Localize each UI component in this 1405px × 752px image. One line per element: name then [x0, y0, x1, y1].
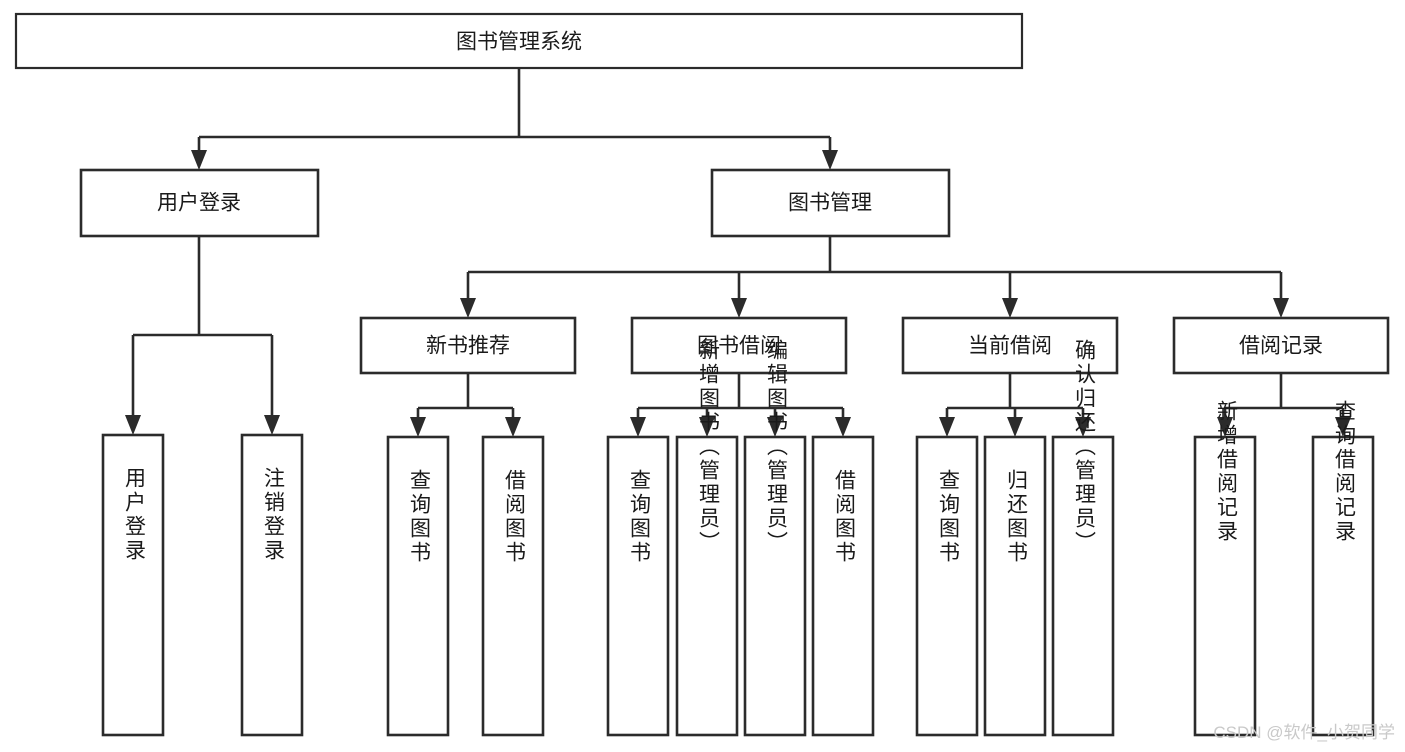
- node-leaf-query-book-1-label: 查询图书: [407, 469, 431, 565]
- node-leaf-user-login-box[interactable]: [101, 433, 165, 737]
- node-leaf-borrow-book-1-box[interactable]: [481, 435, 545, 737]
- node-leaf-return-book[interactable]: 归还图书: [983, 435, 1047, 737]
- edge-group-user-login: [125, 236, 280, 435]
- node-leaf-return-book-label: 归还图书: [1004, 469, 1028, 565]
- arrowhead-leaf-edit-book: [767, 417, 783, 437]
- edge-group-borrow-record: [1217, 373, 1351, 437]
- arrowhead-user-login: [191, 150, 207, 170]
- node-leaf-borrow-book-2-label: 借阅图书: [832, 469, 856, 565]
- node-leaf-logout-login-box[interactable]: [240, 433, 304, 737]
- node-leaf-query-record[interactable]: 查询借阅记录: [1311, 400, 1375, 737]
- arrowhead-leaf-confirm-return: [1075, 417, 1091, 437]
- node-new-book-recommend[interactable]: 新书推荐: [359, 316, 577, 375]
- arrowhead-leaf-borrow-book-1: [505, 417, 521, 437]
- node-leaf-confirm-return[interactable]: 确认归还（管理员）: [1051, 339, 1115, 737]
- node-leaf-borrow-book-2[interactable]: 借阅图书: [811, 435, 875, 737]
- node-book-borrow-label: 图书借阅: [697, 335, 781, 358]
- node-leaf-add-book-box[interactable]: [675, 435, 739, 737]
- node-leaf-edit-book[interactable]: 编辑图书（管理员）: [743, 339, 807, 737]
- node-user-login-box[interactable]: [79, 168, 320, 238]
- node-leaf-confirm-return-box[interactable]: [1051, 435, 1115, 737]
- edge-group-book-management: [460, 236, 1289, 318]
- edge-group-root: [191, 68, 838, 170]
- arrowhead-leaf-add-book: [699, 417, 715, 437]
- node-current-borrow-label: 当前借阅: [968, 335, 1052, 358]
- arrowhead-new-book-recommend: [460, 298, 476, 318]
- node-book-borrow-box[interactable]: [630, 316, 848, 375]
- node-leaf-borrow-book-2-box[interactable]: [811, 435, 875, 737]
- node-leaf-query-book-3[interactable]: 查询图书: [915, 435, 979, 737]
- node-leaf-logout-login[interactable]: 注销登录: [240, 433, 304, 737]
- node-new-book-recommend-box[interactable]: [359, 316, 577, 375]
- arrowhead-borrow-record: [1273, 298, 1289, 318]
- node-leaf-add-book-label: 新增图书（管理员）: [696, 339, 720, 555]
- node-borrow-record-box[interactable]: [1172, 316, 1390, 375]
- node-leaf-query-book-2-label: 查询图书: [627, 469, 651, 565]
- node-root[interactable]: 图书管理系统: [14, 12, 1024, 70]
- node-leaf-edit-book-box[interactable]: [743, 435, 807, 737]
- node-leaf-add-record-label: 新增借阅记录: [1214, 400, 1238, 544]
- node-leaf-return-book-box[interactable]: [983, 435, 1047, 737]
- node-book-management[interactable]: 图书管理: [710, 168, 951, 238]
- node-book-borrow[interactable]: 图书借阅: [630, 316, 848, 375]
- node-borrow-record-label: 借阅记录: [1239, 335, 1323, 358]
- node-leaf-confirm-return-label: 确认归还（管理员）: [1072, 339, 1096, 555]
- node-book-management-label: 图书管理: [788, 192, 872, 215]
- node-leaf-add-record[interactable]: 新增借阅记录: [1193, 400, 1257, 737]
- node-root-label: 图书管理系统: [456, 31, 582, 54]
- arrowhead-book-management: [822, 150, 838, 170]
- arrowhead-leaf-user-login: [125, 415, 141, 435]
- node-leaf-add-record-box[interactable]: [1193, 435, 1257, 737]
- node-root-box[interactable]: [14, 12, 1024, 70]
- node-leaf-borrow-book-1[interactable]: 借阅图书: [481, 435, 545, 737]
- edge-group-new-book-recommend: [410, 373, 521, 437]
- node-current-borrow-box[interactable]: [901, 316, 1119, 375]
- node-leaf-add-book[interactable]: 新增图书（管理员）: [675, 339, 739, 737]
- node-leaf-query-book-1[interactable]: 查询图书: [386, 435, 450, 737]
- arrowhead-leaf-borrow-book-2: [835, 417, 851, 437]
- node-leaf-query-book-2[interactable]: 查询图书: [606, 435, 670, 737]
- node-user-login[interactable]: 用户登录: [79, 168, 320, 238]
- node-borrow-record[interactable]: 借阅记录: [1172, 316, 1390, 375]
- arrowhead-leaf-add-record: [1217, 417, 1233, 437]
- arrowhead-leaf-query-book-1: [410, 417, 426, 437]
- edge-group-current-borrow: [939, 373, 1091, 437]
- arrowhead-leaf-return-book: [1007, 417, 1023, 437]
- arrowhead-leaf-query-book-2: [630, 417, 646, 437]
- arrowhead-leaf-query-record: [1335, 417, 1351, 437]
- node-leaf-query-record-box[interactable]: [1311, 435, 1375, 737]
- arrowhead-leaf-logout-login: [264, 415, 280, 435]
- node-user-login-label: 用户登录: [157, 192, 241, 215]
- node-leaf-query-book-3-label: 查询图书: [936, 469, 960, 565]
- node-leaf-query-record-label: 查询借阅记录: [1332, 400, 1356, 544]
- node-new-book-recommend-label: 新书推荐: [426, 335, 510, 358]
- node-leaf-borrow-book-1-label: 借阅图书: [502, 469, 526, 565]
- node-leaf-edit-book-label: 编辑图书（管理员）: [764, 339, 788, 555]
- arrowhead-leaf-query-book-3: [939, 417, 955, 437]
- node-current-borrow[interactable]: 当前借阅: [901, 316, 1119, 375]
- arrowhead-book-borrow: [731, 298, 747, 318]
- node-leaf-user-login[interactable]: 用户登录: [101, 433, 165, 737]
- arrowhead-current-borrow: [1002, 298, 1018, 318]
- node-leaf-user-login-label: 用户登录: [122, 467, 146, 563]
- node-leaf-logout-login-label: 注销登录: [261, 467, 285, 563]
- node-leaf-query-book-2-box[interactable]: [606, 435, 670, 737]
- edge-group-book-borrow: [630, 373, 851, 437]
- node-leaf-query-book-3-box[interactable]: [915, 435, 979, 737]
- node-leaf-query-book-1-box[interactable]: [386, 435, 450, 737]
- node-book-management-box[interactable]: [710, 168, 951, 238]
